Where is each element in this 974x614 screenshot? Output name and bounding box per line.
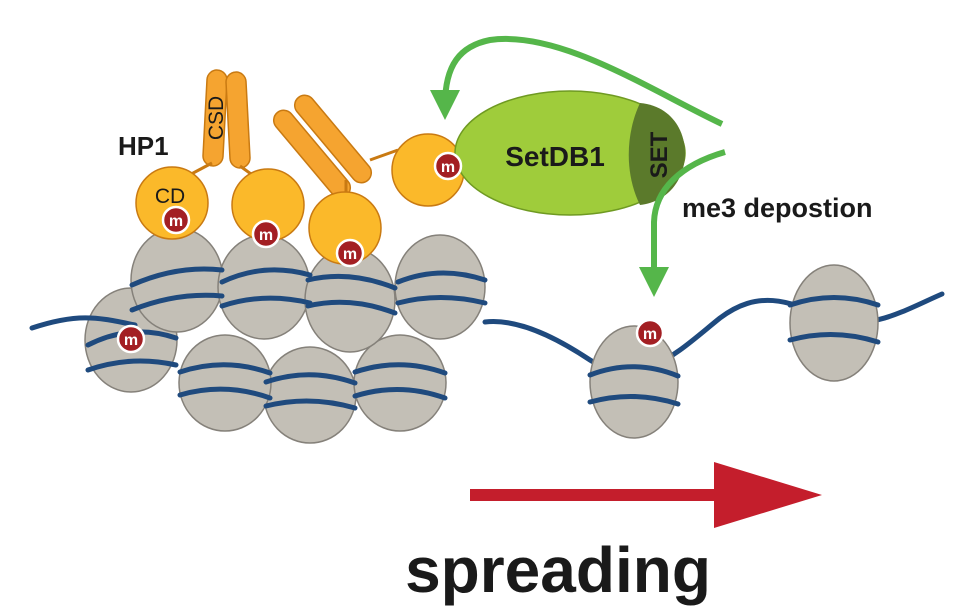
methyl-mark: m (635, 318, 665, 348)
nucleosome (353, 334, 447, 432)
dna-wrap (85, 358, 179, 373)
nucleosome (263, 346, 357, 444)
setdb1-label: SetDB1 (505, 141, 605, 172)
svg-text:m: m (124, 332, 138, 349)
open-nucleosome-marked (587, 325, 681, 439)
methyl-marks: m m m m m m (116, 151, 665, 354)
dna-wrap (177, 386, 273, 401)
hp1-label: HP1 (118, 131, 169, 161)
spreading-arrow (470, 462, 822, 528)
methyl-mark: m (433, 151, 463, 181)
feedback-arrow (430, 35, 724, 127)
dna-wrap (129, 292, 225, 313)
spreading-label: spreading (405, 534, 711, 606)
open-nucleosome-unmarked (787, 264, 881, 382)
dna-wrap (177, 362, 273, 376)
svg-text:m: m (441, 159, 455, 176)
csd-label: CSD (205, 96, 228, 140)
nucleosome (178, 334, 272, 432)
set-label: SET (646, 131, 673, 178)
svg-text:m: m (643, 326, 657, 343)
dna-wrap (263, 398, 358, 411)
nucleosome (217, 234, 311, 340)
dna-wrap (219, 295, 313, 309)
dna-wrap (219, 267, 313, 285)
dna-wrap (352, 362, 448, 376)
methyl-mark: m (161, 205, 191, 235)
dna-wrap (129, 266, 225, 288)
nucleosome (394, 234, 486, 340)
methyl-mark: m (116, 324, 146, 354)
svg-text:m: m (169, 213, 183, 230)
dna-wrap (395, 270, 488, 285)
methyl-mark: m (335, 238, 365, 268)
me3-deposition-arrow (639, 149, 726, 297)
compact-chromatin (84, 227, 488, 444)
svg-text:m: m (259, 227, 273, 244)
dna-wrap (395, 295, 488, 306)
dna-wrap (352, 387, 448, 401)
svg-text:m: m (343, 246, 357, 263)
dna-wrap (263, 372, 358, 386)
dna-wrap (305, 273, 398, 291)
dna-wrap (305, 299, 398, 316)
cd-label: CD (155, 185, 185, 208)
me3-deposition-label: me3 depostion (682, 193, 873, 223)
methyl-mark: m (251, 219, 281, 249)
